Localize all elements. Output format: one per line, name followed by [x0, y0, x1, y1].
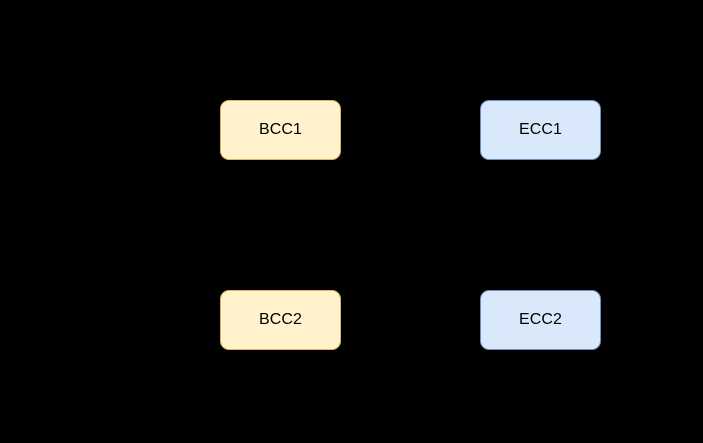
node-label-bcc2: BCC2: [258, 311, 303, 328]
node-ecc2[interactable]: ECC2: [480, 290, 601, 350]
node-label-bcc1: BCC1: [258, 121, 303, 138]
node-bcc1[interactable]: BCC1: [220, 100, 341, 160]
node-bcc2[interactable]: BCC2: [220, 290, 341, 350]
node-label-ecc1: ECC1: [518, 121, 563, 138]
node-ecc1[interactable]: ECC1: [480, 100, 601, 160]
node-label-ecc2: ECC2: [518, 311, 563, 328]
